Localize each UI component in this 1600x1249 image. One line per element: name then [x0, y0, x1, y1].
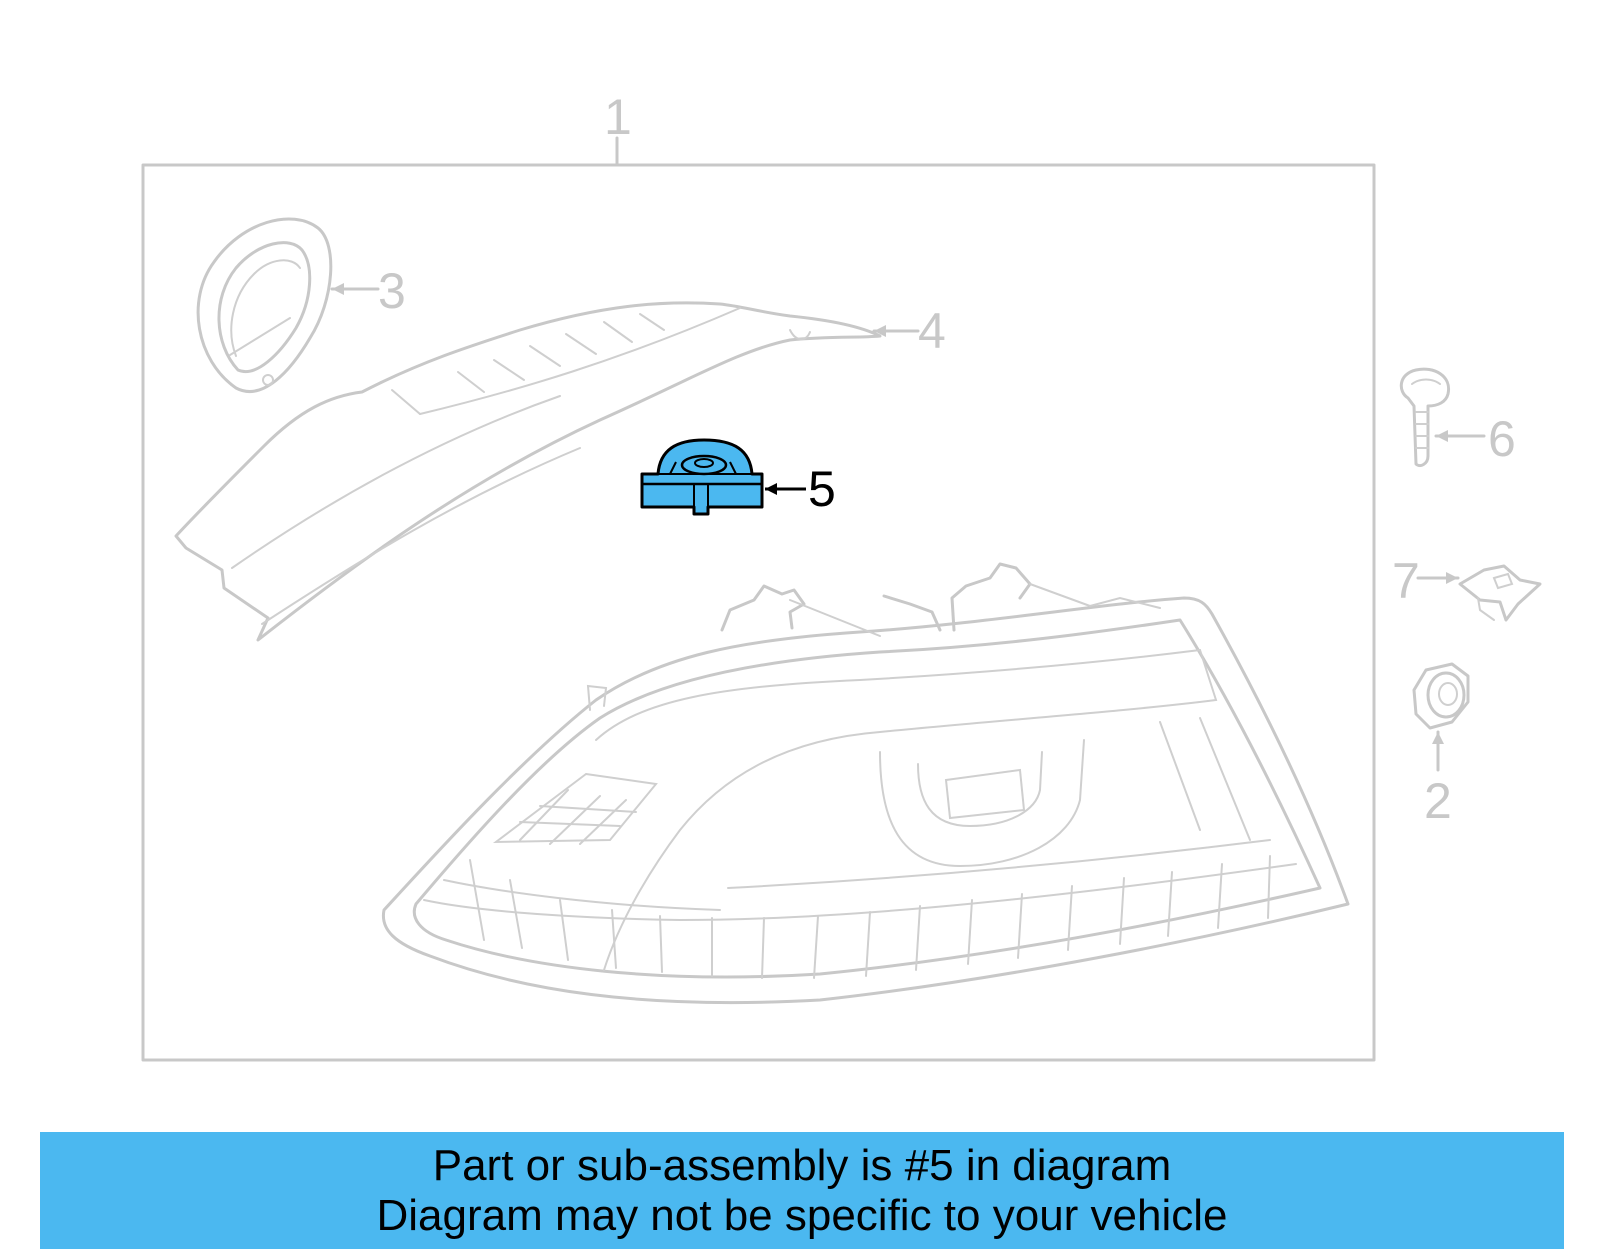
- banner-disclaimer-line: Diagram may not be specific to your vehi…: [376, 1190, 1228, 1240]
- callout-3[interactable]: 3: [378, 263, 406, 319]
- callout-arrowhead-5: [765, 483, 777, 495]
- callout-5[interactable]: 5: [808, 461, 836, 517]
- callout-4[interactable]: 4: [918, 303, 946, 359]
- assembly-frame: [141, 163, 1376, 1062]
- tail-lamp-assembly[interactable]: [381, 562, 1350, 1005]
- callout-6[interactable]: 6: [1488, 411, 1516, 467]
- callout-arrowhead-2: [1432, 732, 1444, 744]
- callout-arrowhead-7: [1446, 572, 1458, 584]
- info-banner: Part or sub-assembly is #5 in diagram Di…: [40, 1132, 1564, 1249]
- callout-2[interactable]: 2: [1424, 773, 1452, 829]
- part-7-clip-nut[interactable]: [1458, 564, 1542, 622]
- part-3-gasket[interactable]: [196, 217, 333, 394]
- part-6-screw[interactable]: [1399, 367, 1451, 468]
- callout-arrowhead-4: [874, 325, 886, 337]
- callout-arrowhead-6: [1436, 430, 1448, 442]
- callout-7[interactable]: 7: [1392, 553, 1420, 609]
- banner-part-line: Part or sub-assembly is #5 in diagram: [432, 1140, 1172, 1190]
- part-4-housing[interactable]: [174, 301, 882, 642]
- part-2-nut[interactable]: [1412, 662, 1470, 730]
- callout-1[interactable]: 1: [604, 89, 632, 145]
- callout-arrowhead-3: [332, 283, 344, 295]
- part-5-bulb-socket[interactable]: [640, 438, 764, 516]
